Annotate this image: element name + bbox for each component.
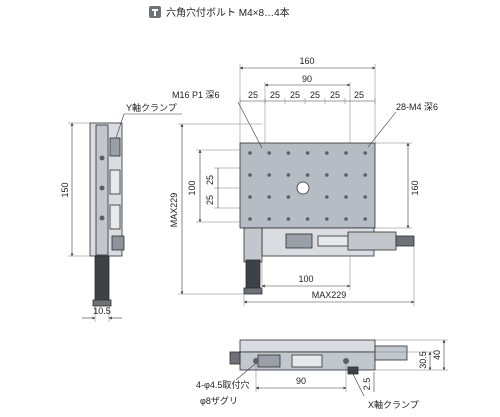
x-clamp-leader (352, 373, 365, 397)
center-tap-hole (296, 181, 310, 195)
pitch-row-label: 25 (248, 90, 258, 100)
m4-tap-hole (344, 217, 348, 221)
m4-tap-hole (363, 195, 368, 199)
dim-height-150-label: 150 (60, 182, 70, 197)
dim-max-x-label: MAX229 (312, 290, 347, 300)
m4-tap-hole (344, 195, 348, 199)
m4-tap-hole (363, 151, 368, 155)
counterbore-label: φ8ザグリ (200, 395, 238, 406)
m4-tap-hole (305, 217, 310, 221)
front-view (229, 339, 408, 375)
lower-stage (243, 227, 415, 295)
m4-tap-hole (325, 217, 329, 221)
m4-tap-hole (363, 173, 368, 177)
m4-tap-hole (363, 217, 368, 221)
m4-tap-hole (286, 217, 291, 221)
m4-tap-hole (344, 151, 348, 155)
pitch-col-label: 25 (205, 195, 215, 205)
y-clamp-leader (115, 113, 125, 139)
m4-tap-hole (344, 173, 348, 177)
side-view (89, 122, 125, 307)
side-tap-label: 28-M4 深6 (396, 102, 438, 112)
y-clamp-label: Y軸クランプ (126, 102, 177, 113)
dim-front-offset-label: 2.5 (362, 378, 372, 391)
dim-max-y-label: MAX229 (169, 193, 179, 228)
top-plate (239, 142, 376, 229)
m4-tap-hole (286, 151, 291, 155)
m4-tap-hole (267, 151, 272, 155)
m4-tap-hole (248, 217, 252, 221)
m4-tap-hole (325, 173, 329, 177)
header-bolt-spec: 六角穴付ボルト M4×8…4本 (166, 6, 290, 19)
m4-tap-hole (267, 195, 272, 199)
dim-front-pitch-label: 90 (296, 376, 306, 386)
m4-tap-hole (267, 173, 272, 177)
pitch-row-label: 25 (290, 90, 300, 100)
dim-front-h2-label: 40 (432, 350, 442, 360)
dim-foot-label: 10.5 (93, 306, 111, 316)
center-tap-label: M16 P1 深6 (172, 90, 220, 100)
m4-tap-hole (325, 151, 329, 155)
x-clamp-label: X軸クランプ (368, 399, 419, 410)
m4-tap-hole (325, 195, 329, 199)
pitch-row-label: 25 (310, 90, 320, 100)
tapped-holes (248, 151, 368, 221)
dim-width-90-label: 90 (302, 74, 312, 84)
hex-socket-bolt-icon (149, 6, 161, 18)
m4-tap-hole (248, 195, 252, 199)
dim-width-160-label: 160 (299, 56, 314, 66)
pitch-row-label: 25 (330, 90, 340, 100)
dim-bottom-100-label: 100 (298, 274, 313, 284)
m4-tap-hole (286, 195, 291, 199)
m4-tap-hole (286, 173, 291, 177)
dim-height-100-label: 100 (187, 180, 197, 195)
dim-height-160-label: 160 (410, 180, 420, 195)
m4-tap-hole (248, 173, 252, 177)
pitch-col-label: 25 (205, 175, 215, 185)
pitch-row-ticks (239, 98, 376, 104)
m4-tap-hole (305, 173, 310, 177)
dim-front-h1-label: 30.5 (418, 351, 428, 369)
pitch-row-label: 25 (270, 90, 280, 100)
pitch-row-label: 25 (354, 90, 364, 100)
m4-tap-hole (248, 151, 252, 155)
mount-holes-label: 4-φ4.5取付穴 (196, 379, 249, 390)
m4-tap-hole (305, 151, 310, 155)
m4-tap-hole (267, 217, 272, 221)
